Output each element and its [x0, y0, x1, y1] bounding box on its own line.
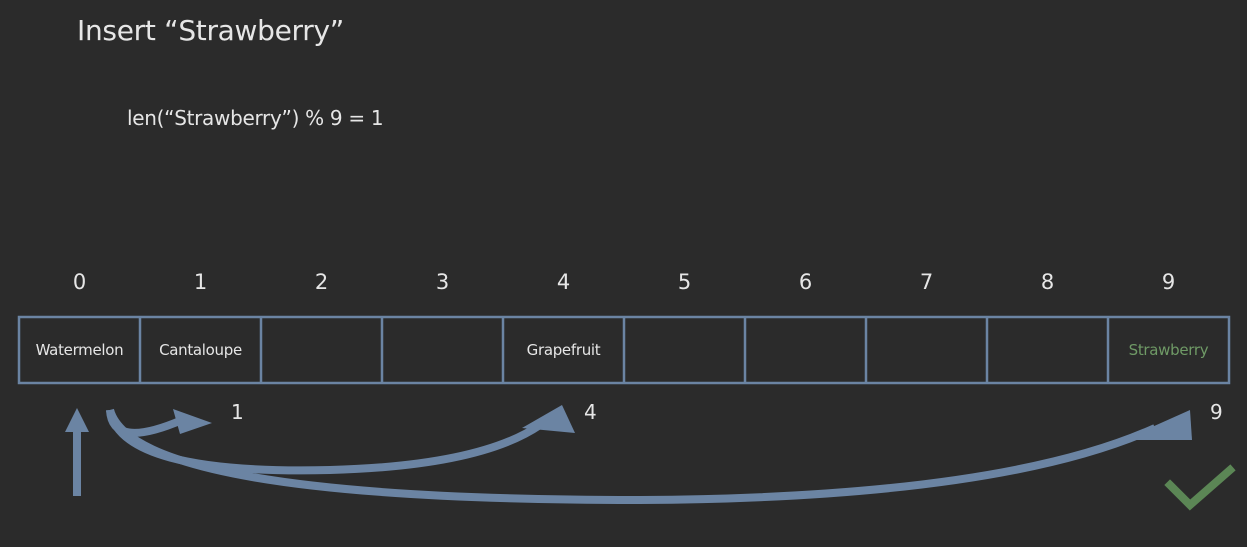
index-label-7: 7 — [919, 270, 934, 294]
index-label-4: 4 — [556, 270, 571, 294]
checkmark-icon — [1164, 464, 1236, 511]
probe-label-4: 4 — [584, 400, 597, 424]
table-cell-1: Cantaloupe — [159, 341, 242, 359]
table-cell-2 — [261, 316, 382, 384]
table-cell-5 — [624, 316, 745, 384]
table-cell-7 — [866, 316, 987, 384]
index-label-0: 0 — [72, 270, 87, 294]
hash-table-grid — [17, 315, 1231, 385]
table-cell-3 — [382, 316, 503, 384]
probe-arrow-to-9 — [106, 408, 1192, 505]
index-label-5: 5 — [677, 270, 692, 294]
index-label-2: 2 — [314, 270, 329, 294]
index-label-3: 3 — [435, 270, 450, 294]
index-label-8: 8 — [1040, 270, 1055, 294]
table-cell-0: Watermelon — [35, 341, 124, 359]
probe-label-9: 9 — [1210, 400, 1223, 424]
hash-formula: len(“Strawberry”) % 9 = 1 — [127, 106, 384, 130]
page-title: Insert “Strawberry” — [77, 14, 344, 47]
up-arrow-icon — [65, 408, 89, 496]
table-cell-4: Grapefruit — [526, 341, 601, 359]
index-label-6: 6 — [798, 270, 813, 294]
table-cell-8 — [987, 316, 1108, 384]
table-cell-9-inserted: Strawberry — [1128, 341, 1209, 359]
probe-label-1: 1 — [231, 400, 244, 424]
table-cell-6 — [745, 316, 866, 384]
index-label-9: 9 — [1161, 270, 1176, 294]
index-label-1: 1 — [193, 270, 208, 294]
